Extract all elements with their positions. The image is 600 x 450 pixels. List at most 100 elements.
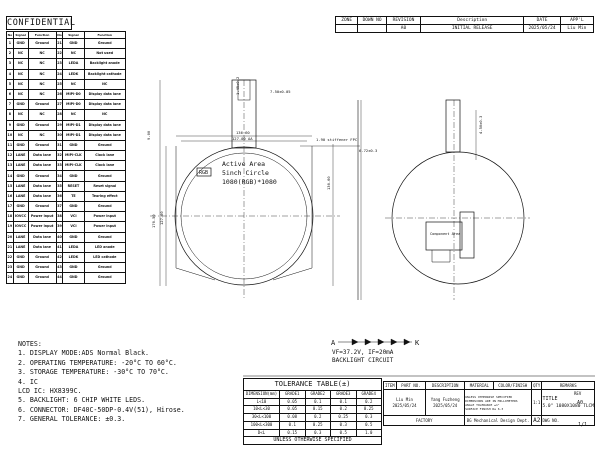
tolerance-cell: 0.3 xyxy=(330,420,357,430)
notes-block: NOTES: 1. DISPLAY MODE:ADS Normal Black.… xyxy=(18,340,185,425)
rgb-box xyxy=(196,167,212,177)
tb-header-material: MATERIAL xyxy=(464,381,495,390)
tb-sheet-frac: 1/1 xyxy=(578,422,588,428)
component-area-box xyxy=(425,221,463,251)
tb-factory: FACTORY xyxy=(382,415,466,426)
tolerance-cell: 0.25 xyxy=(355,405,382,415)
tolerance-cell: 0.3 xyxy=(355,413,382,422)
tb-title: 5.0" 1080X1080 TLCM xyxy=(542,403,594,409)
tb-drawn-date: 2025/05/24 xyxy=(392,402,417,408)
back-fpc-tail xyxy=(445,99,461,153)
tb-header-part: PART NO. xyxy=(395,381,427,390)
tolerance-cell: 0.08 xyxy=(279,413,306,422)
tb-rev-value: A0 xyxy=(577,400,584,406)
tolerance-footer: UNLESS OTHERWISE SPECIFIED xyxy=(243,436,382,445)
rev-cell-appl: Liu Min xyxy=(559,24,595,33)
backlight-anode-label: A xyxy=(331,339,336,347)
tolerance-cell: 0.2 xyxy=(330,405,357,415)
dim-fpc-w-label: 7.50±0.05 xyxy=(270,89,291,94)
tb-notes: UNLESS OTHERWISE SPECIFIED DIMENSIONS AR… xyxy=(464,389,532,416)
backlight-led-symbols xyxy=(351,338,411,346)
tolerance-cell: 1.0 xyxy=(355,428,382,438)
tolerance-cell: L<10 xyxy=(243,397,280,407)
tb-header-color: COLOR/FINISH xyxy=(493,381,532,390)
tb-note: SURFACE FINISH Ra 6.3 xyxy=(465,406,504,411)
backlight-title: BACKLIGHT CIRCUIT xyxy=(332,357,394,364)
notes-title: NOTES: xyxy=(18,340,42,348)
dim-thick-label: 1.45±0.2 xyxy=(235,77,240,95)
title-block: ITEM PART NO. DESCRIPTION MATERIAL COLOR… xyxy=(382,381,595,426)
tb-dwg: DWG NO. xyxy=(541,415,595,426)
tolerance-title: TOLERANCE TABLE(±) xyxy=(243,378,382,391)
tolerance-cell: 0.05 xyxy=(279,397,306,407)
rev-cell-down xyxy=(357,24,387,33)
tolerance-cell: 0.05 xyxy=(279,405,306,415)
rgb-label: RGB xyxy=(199,170,208,176)
note-item: 6. CONNECTOR: DF40C-50DP-0.4V(51), Hiros… xyxy=(18,405,185,414)
tb-checked-name: Yang Fuzheng xyxy=(430,396,460,402)
tolerance-cell: 0.1 xyxy=(304,397,331,407)
dim-right-label: 4.50±0.3 xyxy=(478,116,483,134)
tolerance-cell: 30<L<100 xyxy=(243,413,280,422)
rev-cell-revision: A0 xyxy=(385,24,422,33)
tolerance-cell: 0.2 xyxy=(355,397,382,407)
backlight-vf-label: VF=37.2V, IF=20mA xyxy=(332,349,394,356)
note-item: 3. STORAGE TEMPERATURE: -30°C TO 70°C. xyxy=(18,368,169,377)
component-area-label: Component Area xyxy=(430,232,460,236)
tolerance-cell: 10<L<30 xyxy=(243,405,280,415)
front-bracket-lines xyxy=(175,146,313,281)
pin-table-cell: Ground xyxy=(27,272,57,284)
back-fpc-bend xyxy=(431,250,451,263)
tb-header-qty: QTY xyxy=(530,381,543,390)
active-area-label: Active Area xyxy=(222,160,265,168)
tb-factory-name: BG Mechanical Design Dept. xyxy=(464,415,532,426)
tb-rev-label: REV xyxy=(574,391,582,396)
tolerance-cell: 0.15 xyxy=(304,405,331,415)
tolerance-cell: 0.3 xyxy=(304,428,331,438)
back-fpc-connector xyxy=(459,211,475,259)
tb-factory-dept: Mechanical Design Dept. xyxy=(474,417,530,423)
tb-header-item: ITEM xyxy=(383,381,397,390)
confidential-label: CONFIDENTIAL xyxy=(6,16,76,30)
dim-offset-label: 6.72±0.3 xyxy=(359,148,377,153)
rev-cell-date: 2025/05/24 xyxy=(523,24,561,33)
tb-note: UNLESS OTHERWISE SPECIFIED xyxy=(465,394,513,399)
tb-factory-code: BG xyxy=(466,417,472,423)
tb-checked-date: 2025/05/24 xyxy=(433,402,458,408)
dim-total-label: 176.50 xyxy=(151,214,156,228)
tol-header: GRADE3 xyxy=(330,390,357,399)
note-item: LCD IC: HX8399C. xyxy=(18,387,82,396)
tol-header: GRADE4 xyxy=(355,390,382,399)
tb-title-label: TITLE xyxy=(542,395,558,402)
circle-size-label: 5inch Circle xyxy=(222,169,269,177)
dim-aa-label: 127.00 AA xyxy=(232,136,253,141)
tb-header-description: DESCRIPTION xyxy=(425,381,466,390)
note-item: 4. IC xyxy=(18,377,38,386)
tb-note: ANGLE TOLERANCE ±1° xyxy=(465,402,500,407)
note-item: 2. OPERATING TEMPERATURE: -20°C TO 60°C. xyxy=(18,358,177,367)
tb-factory-label: FACTORY xyxy=(415,417,433,423)
dim-fpc-label: 9.00 xyxy=(146,130,151,140)
tolerance-cell: 0.15 xyxy=(279,428,306,438)
tb-header-remarks: REMARKS xyxy=(541,381,595,390)
note-item: 7. GENERAL TOLERANCE: ±0.3. xyxy=(18,415,126,424)
backlight-cathode-label: K xyxy=(415,339,420,347)
pin-table-cell: Ground xyxy=(83,272,127,284)
tolerance-cell: D<L xyxy=(243,428,280,438)
dim-side-label: 1.90 stiffener FPC xyxy=(316,137,357,142)
tolerance-cell: 0.5 xyxy=(330,428,357,438)
tolerance-cell: 100<L<300 xyxy=(243,420,280,430)
